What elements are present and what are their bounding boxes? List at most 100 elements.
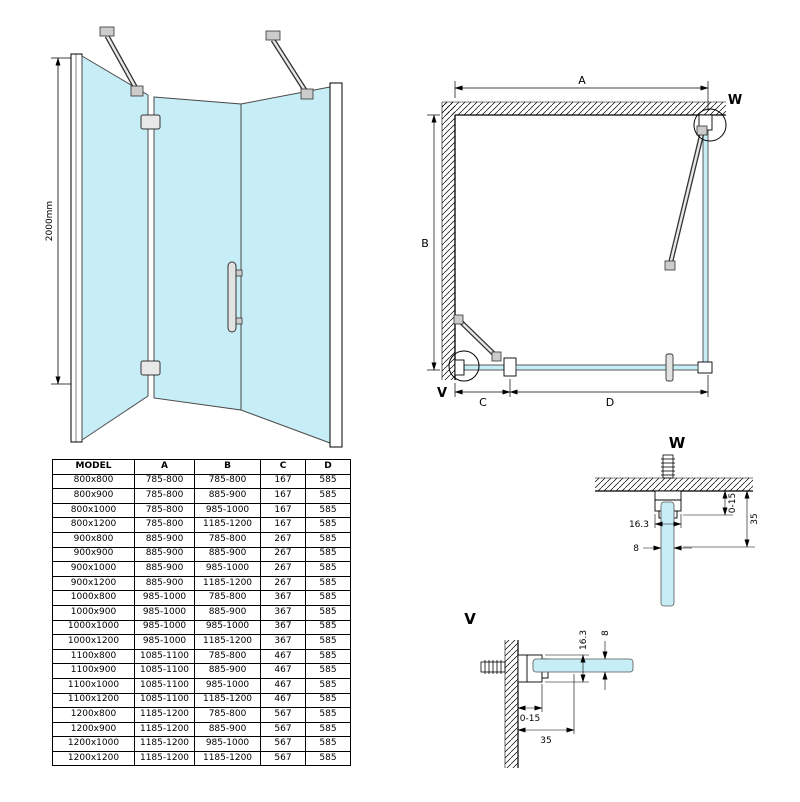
dimension-cell: 567 — [260, 721, 306, 738]
dim-w-163 — [654, 514, 682, 528]
dimension-cell: 267 — [260, 546, 306, 563]
model-cell: 1100x800 — [52, 648, 135, 665]
dim-b-label: B — [421, 237, 429, 250]
plan-walls — [441, 101, 726, 380]
dimension-cell: 885-900 — [134, 531, 195, 548]
door-glass-panel — [153, 96, 242, 411]
dimension-cell: 885-900 — [134, 575, 195, 592]
dimension-cell: 785-800 — [134, 502, 195, 519]
dimension-cell: 167 — [260, 517, 306, 533]
dim-w-015-label: 0-15 — [728, 493, 738, 513]
dimension-cell: 785-800 — [194, 473, 261, 490]
detail-w-title: W — [669, 434, 686, 452]
dim-w-015 — [683, 490, 733, 516]
column-header: MODEL — [52, 459, 135, 475]
dim-v-163-label: 16.3 — [579, 630, 589, 650]
dimension-cell: 985-1000 — [194, 677, 261, 694]
support-brace-left-iso — [99, 26, 144, 97]
dimension-cell: 985-1000 — [194, 736, 261, 752]
dimension-cell: 785-800 — [194, 648, 261, 665]
dimension-cell: 985-1000 — [194, 561, 261, 577]
detail-v-title: V — [464, 610, 476, 628]
column-header: D — [305, 459, 351, 475]
dimension-cell: 785-800 — [134, 517, 195, 533]
isometric-view: 2000mm — [8, 12, 398, 460]
dimension-cell: 585 — [305, 517, 351, 533]
side-panel-plan — [702, 114, 709, 371]
dim-w-35 — [683, 490, 755, 548]
dim-c-label: C — [479, 396, 487, 409]
dimension-cell: 785-800 — [194, 531, 261, 548]
dimension-cell: 885-900 — [134, 561, 195, 577]
dimension-cell: 267 — [260, 575, 306, 592]
dimension-cell: 585 — [305, 692, 351, 709]
model-cell: 900x1000 — [52, 561, 135, 577]
model-cell: 1000x1200 — [52, 634, 135, 650]
support-brace-plan-left — [453, 314, 502, 362]
corner-profile — [697, 361, 713, 374]
dimension-cell: 167 — [260, 502, 306, 519]
model-cell: 800x1200 — [52, 517, 135, 533]
dimension-cell: 1185-1200 — [194, 750, 261, 767]
dim-v-35-label: 35 — [540, 736, 551, 746]
dimension-cell: 985-1000 — [134, 634, 195, 650]
dimension-cell: 585 — [305, 473, 351, 490]
dim-c — [454, 379, 511, 397]
callout-label-w: W — [728, 93, 742, 108]
model-cell: 800x1000 — [52, 502, 135, 519]
dimension-cell: 167 — [260, 488, 306, 504]
dimension-cell: 1185-1200 — [134, 736, 195, 752]
detail-v: V 16.3 — [464, 610, 634, 768]
model-cell: 900x1200 — [52, 575, 135, 592]
dimension-cell: 885-900 — [194, 663, 261, 679]
wall-profile-left — [70, 53, 83, 443]
dimension-cell: 585 — [305, 488, 351, 504]
anchor-bolt-w — [661, 454, 675, 479]
dimension-cell: 367 — [260, 604, 306, 621]
door-panel-plan — [515, 364, 699, 371]
dimension-cell: 1185-1200 — [194, 634, 261, 650]
dimension-cell: 785-800 — [194, 707, 261, 723]
column-header: A — [134, 459, 195, 475]
dimension-cell: 1085-1100 — [134, 663, 195, 679]
dim-v-35 — [517, 674, 575, 734]
model-cell: 800x800 — [52, 473, 135, 490]
dim-w-35-label: 35 — [750, 513, 760, 524]
dimension-cell: 585 — [305, 590, 351, 606]
detail-views: W 16.3 — [415, 428, 785, 798]
dimension-cell: 585 — [305, 750, 351, 767]
dimension-cell: 585 — [305, 619, 351, 636]
model-cell: 900x800 — [52, 531, 135, 548]
dimension-cell: 885-900 — [194, 488, 261, 504]
dimension-cell: 1085-1100 — [134, 677, 195, 694]
dimension-cell: 1185-1200 — [134, 721, 195, 738]
model-cell: 1200x1000 — [52, 736, 135, 752]
fixed-panel-plan — [463, 364, 505, 371]
dimension-cell: 585 — [305, 663, 351, 679]
dimension-cell: 585 — [305, 736, 351, 752]
column-header: B — [194, 459, 261, 475]
wall-profile-bottom-left — [454, 359, 465, 376]
model-cell: 1100x1000 — [52, 677, 135, 694]
dimension-cell: 567 — [260, 736, 306, 752]
dim-v-8-label: 8 — [601, 630, 611, 636]
dimension-cell: 785-800 — [194, 590, 261, 606]
dimension-cell: 885-900 — [194, 546, 261, 563]
dimension-cell: 1185-1200 — [194, 575, 261, 592]
dim-v-163 — [545, 654, 589, 683]
